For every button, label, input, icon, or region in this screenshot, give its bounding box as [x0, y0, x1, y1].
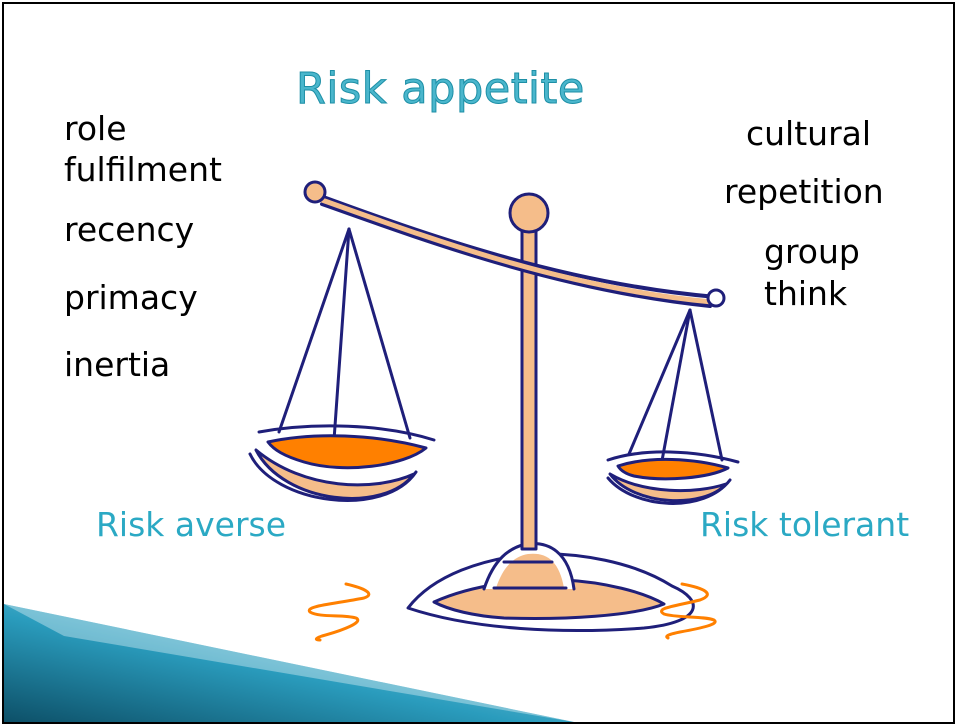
- label-risk-averse: Risk averse: [96, 505, 287, 544]
- factor-group: group: [764, 232, 860, 271]
- factor-repetition: repetition: [724, 172, 884, 211]
- factor-primacy: primacy: [64, 278, 198, 317]
- factor-fulfilment: fulfilment: [64, 150, 222, 189]
- factor-role: role: [64, 109, 127, 148]
- factor-cultural: cultural: [746, 114, 872, 153]
- factor-think: think: [764, 274, 848, 313]
- factor-recency: recency: [64, 210, 195, 249]
- decorative-wedge-icon: [4, 604, 574, 722]
- slide-title: Risk appetite: [296, 64, 585, 115]
- slide-art: [4, 180, 740, 722]
- squiggle-icon: [307, 582, 717, 642]
- label-risk-tolerant: Risk tolerant: [700, 505, 910, 544]
- balance-scale-icon: [248, 180, 740, 632]
- factor-inertia: inertia: [64, 345, 171, 384]
